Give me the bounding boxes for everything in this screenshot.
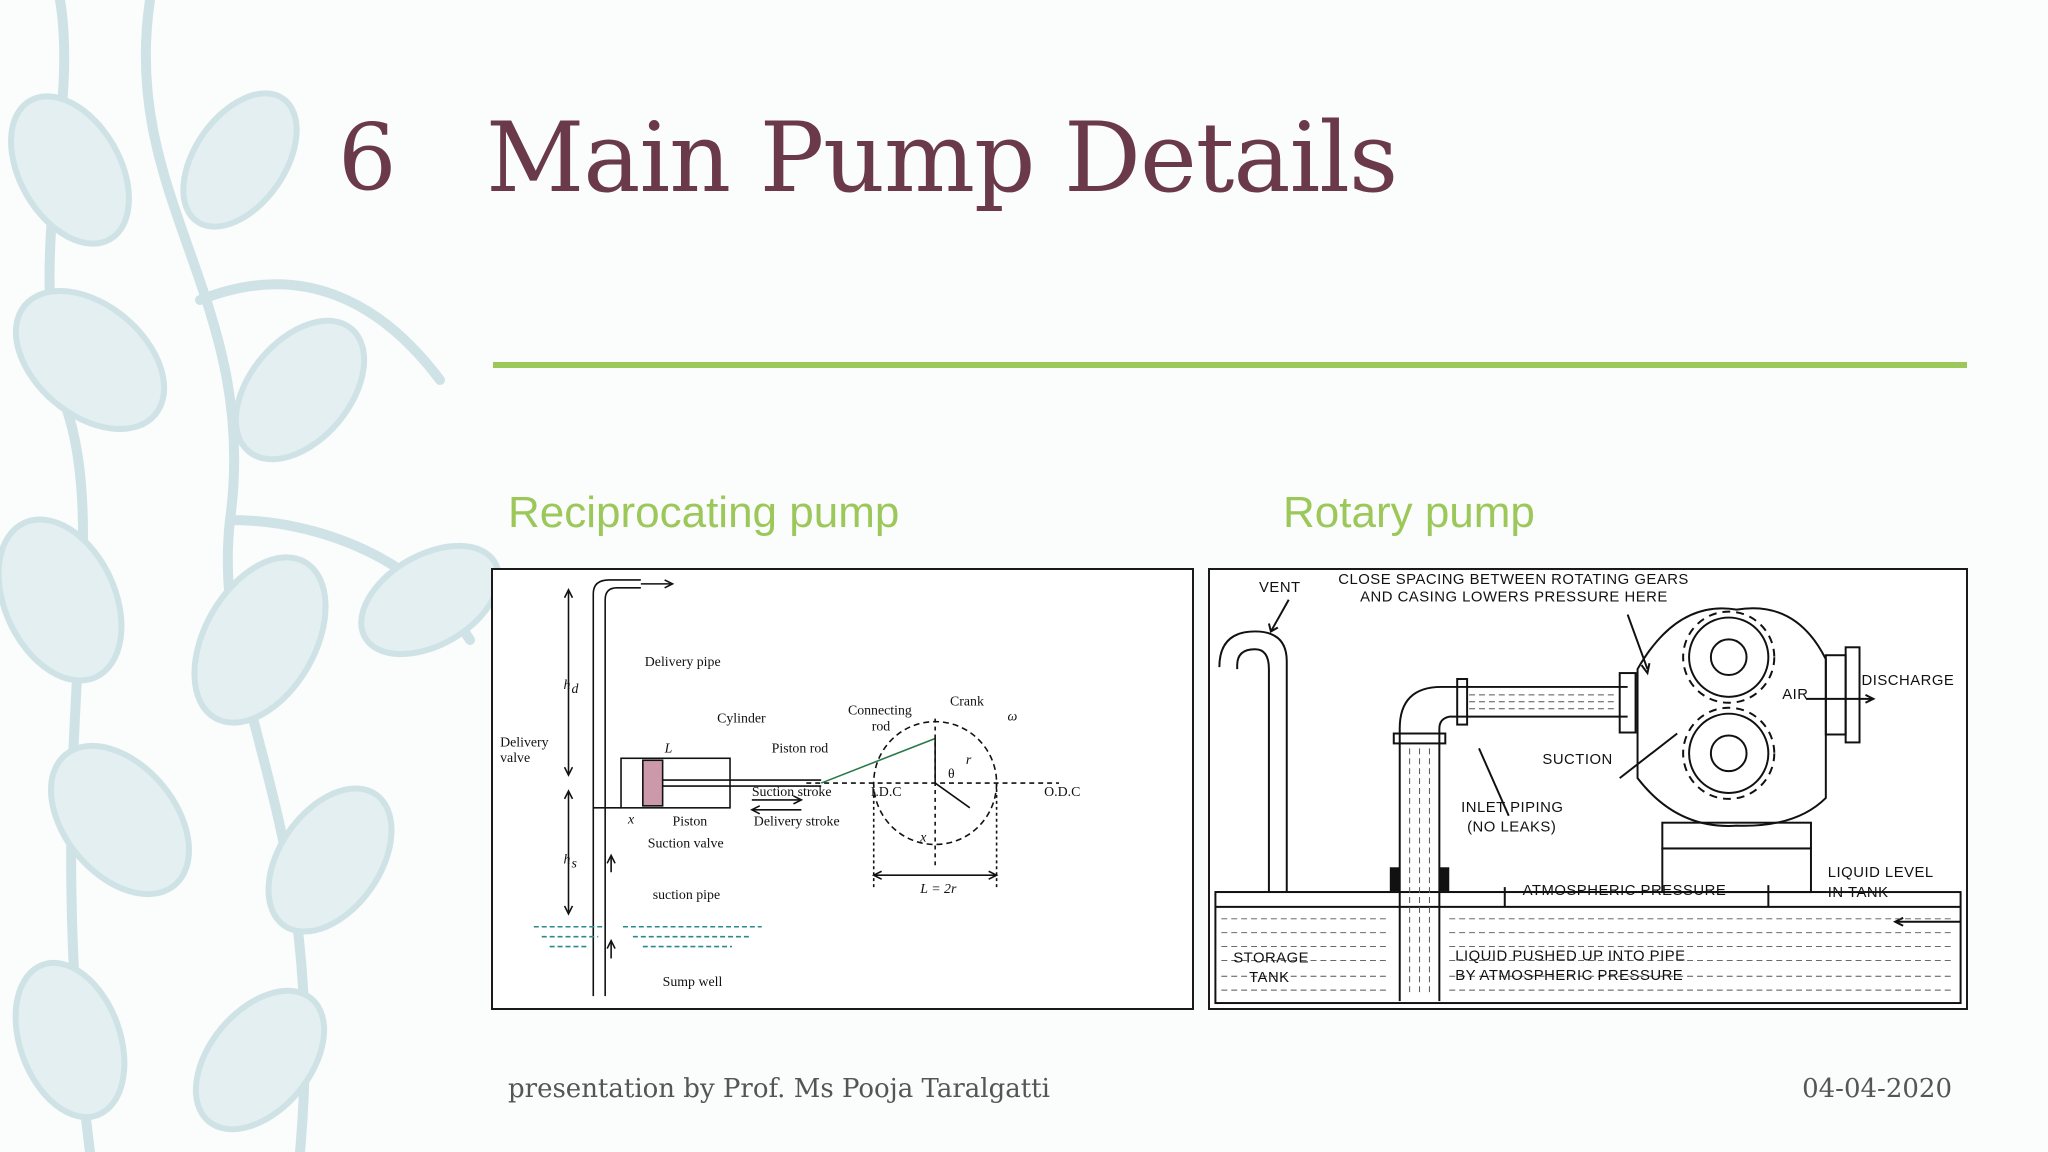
label-suction-pipe: suction pipe [653,888,720,903]
label-delivery-pipe: Delivery pipe [645,655,721,670]
label-atmospheric-pressure: ATMOSPHERIC PRESSURE [1523,883,1727,899]
label-pushed-1: LIQUID PUSHED UP INTO PIPE [1455,948,1685,964]
label-piston-rod: Piston rod [772,741,829,756]
label-hs: h [564,852,571,867]
label-delivery-stroke: Delivery stroke [754,815,840,830]
reciprocating-pump-diagram: Delivery pipe h d Delivery valve Cylinde… [491,568,1194,1010]
reciprocating-pump-svg: Delivery pipe h d Delivery valve Cylinde… [500,579,1080,997]
label-x1: x [627,813,635,828]
label-connecting-rod-2: rod [872,720,891,735]
label-inlet-piping-2: (NO LEAKS) [1467,820,1556,836]
label-piston: Piston [673,815,708,830]
label-theta: θ [948,767,955,782]
label-delivery-valve-1: Delivery [500,735,549,750]
label-cylinder: Cylinder [717,712,766,727]
label-L: L [664,741,673,756]
label-liquid-level-1: LIQUID LEVEL [1828,865,1934,881]
label-odc: O.D.C [1044,785,1080,800]
label-discharge: DISCHARGE [1862,673,1955,689]
label-sump-well: Sump well [663,975,723,990]
label-liquid-level-2: IN TANK [1828,885,1889,901]
label-delivery-valve-2: valve [500,751,530,766]
slide-number: 6 [338,104,397,211]
footer-date: 04-04-2020 [1802,1074,1952,1104]
label-hd-sub: d [571,682,578,697]
label-crank: Crank [950,695,984,710]
slide-title: Main Pump Details [486,102,1398,214]
leaf-decoration [0,0,502,1152]
rotary-pump-caption: Rotary pump [1283,488,1535,537]
label-x2: x [919,831,927,846]
label-pushed-2: BY ATMOSPHERIC PRESSURE [1455,968,1683,984]
label-storage-2: TANK [1249,970,1290,986]
label-inlet-piping-1: INLET PIPING [1461,800,1563,816]
label-vent: VENT [1259,580,1301,596]
label-suction-stroke: Suction stroke [752,785,832,800]
label-suction: SUCTION [1542,752,1612,768]
label-hd: h [564,678,571,693]
label-omega: ω [1007,710,1017,725]
label-hs-sub: s [571,856,576,871]
label-close-spacing-1: CLOSE SPACING BETWEEN ROTATING GEARS [1338,572,1689,588]
reciprocating-pump-caption: Reciprocating pump [508,488,900,537]
label-idc: I.D.C [871,785,902,800]
label-suction-valve: Suction valve [648,836,724,851]
label-connecting-rod-1: Connecting [848,704,912,719]
label-close-spacing-2: AND CASING LOWERS PRESSURE HERE [1360,590,1668,606]
label-L2r: L = 2r [919,882,957,897]
label-storage-1: STORAGE [1233,950,1309,966]
rotary-pump-svg: VENT CLOSE SPACING BETWEEN ROTATING GEAR… [1214,572,1962,1005]
label-r: r [966,753,972,768]
footer-presenter: presentation by Prof. Ms Pooja Taralgatt… [508,1074,1050,1104]
label-air: AIR [1782,687,1808,703]
rotary-pump-diagram: VENT CLOSE SPACING BETWEEN ROTATING GEAR… [1208,568,1968,1010]
title-divider [493,362,1967,368]
